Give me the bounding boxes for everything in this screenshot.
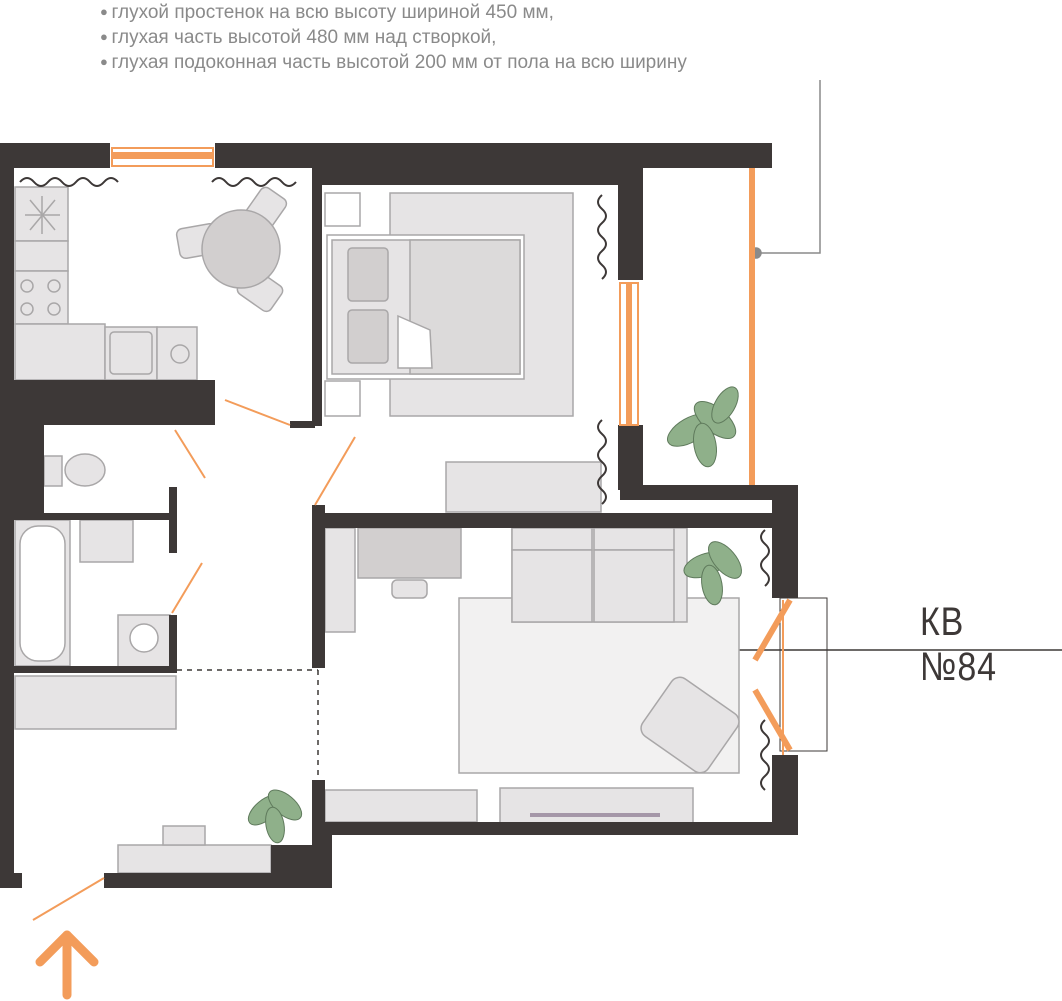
nightstand: [324, 192, 361, 227]
bath-door: [171, 562, 203, 614]
plant-balcony: [667, 386, 739, 468]
window-notes: глухой простенок на всю высоту шириной 4…: [100, 0, 687, 75]
entrance-arrow-icon: [35, 930, 99, 1000]
plant-living: [683, 541, 742, 606]
washbasin: [79, 519, 134, 563]
shoe-cabinet: [117, 844, 272, 874]
entrance-door: [32, 877, 105, 921]
note-1: глухой простенок на всю высоту шириной 4…: [100, 0, 687, 25]
desk: [357, 527, 462, 579]
walls: [0, 143, 798, 888]
furniture: [14, 186, 828, 874]
apartment-label: КВ №84: [920, 600, 997, 689]
balcony-door-leaf: [752, 688, 793, 752]
plants: [247, 386, 742, 844]
zone-divider: [177, 669, 319, 780]
note-3: глухая подоконная часть высотой 200 мм о…: [100, 50, 686, 75]
balcony-door-leaf: [752, 598, 793, 662]
dining-table: [201, 209, 281, 289]
plant-hall: [247, 789, 303, 844]
tv-unit: [499, 787, 694, 824]
balcony-glass-frame: [779, 597, 828, 752]
shelf: [324, 527, 356, 633]
toilet-door: [174, 429, 206, 479]
stove: [14, 270, 69, 325]
curtains: [19, 177, 770, 791]
dishwasher: [156, 326, 198, 381]
note-2: глухая часть высотой 480 мм над створкой…: [100, 25, 687, 50]
bedroom-door: [314, 436, 356, 506]
desk-chair: [391, 579, 428, 599]
windows-doors: [32, 147, 793, 921]
hall-wardrobe: [14, 675, 177, 730]
wardrobe: [445, 461, 602, 513]
pillow: [347, 247, 389, 302]
tv-stand: [324, 789, 478, 823]
toilet: [64, 453, 106, 487]
nightstand: [324, 380, 361, 417]
armchair: [640, 676, 740, 774]
kitchen-door: [224, 399, 291, 426]
pillow: [347, 309, 389, 364]
